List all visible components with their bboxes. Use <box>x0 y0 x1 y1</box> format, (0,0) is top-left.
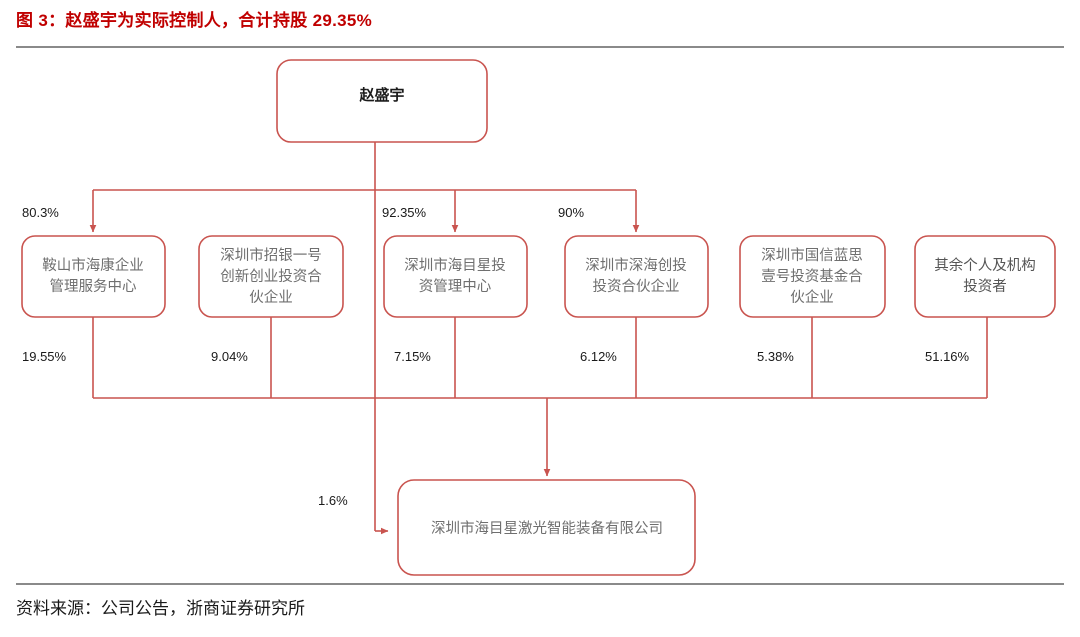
node-h4[interactable]: 深圳市深海创投 投资合伙企业 <box>564 235 709 318</box>
node-h2[interactable]: 深圳市招银一号 创新创业投资合 伙企业 <box>198 235 344 318</box>
node-h5-label-line2: 壹号投资基金合 <box>761 268 863 285</box>
edge-label-9-04: 9.04% <box>211 349 248 364</box>
edge-label-5-38: 5.38% <box>757 349 794 364</box>
node-h1-box <box>21 235 166 318</box>
node-h2-label-line3: 伙企业 <box>249 288 293 306</box>
node-h2-label-line2: 创新创业投资合 <box>220 268 322 285</box>
node-h3-label-line2: 资管理中心 <box>419 278 492 295</box>
node-h6-box <box>914 235 1056 318</box>
edge-label-1-6: 1.6% <box>318 493 348 508</box>
node-h6-label-line2: 投资者 <box>963 278 1007 295</box>
node-target-label: 深圳市海目星激光智能装备有限公司 <box>431 520 663 537</box>
org-chart-canvas: 赵盛宇 80.3% 92.35% 90% 鞍山市海康企业 管理服务中心 <box>0 48 1080 583</box>
edge-label-7-15: 7.15% <box>394 349 431 364</box>
node-h6-label-line1: 其余个人及机构 <box>934 256 1036 274</box>
edge-label-6-12: 6.12% <box>580 349 617 364</box>
node-h3-label-line1: 深圳市海目星投 <box>404 257 506 274</box>
edge-label-19-55: 19.55% <box>22 349 67 364</box>
node-h5-label-line1: 深圳市国信蓝思 <box>761 247 863 264</box>
node-h5[interactable]: 深圳市国信蓝思 壹号投资基金合 伙企业 <box>739 235 886 318</box>
node-target[interactable]: 深圳市海目星激光智能装备有限公司 <box>397 479 696 576</box>
edge-label-92-35: 92.35% <box>382 205 427 220</box>
edge-label-80-3: 80.3% <box>22 205 59 220</box>
node-root-box <box>276 59 488 143</box>
node-h1-label-line2: 管理服务中心 <box>50 278 137 295</box>
node-h6[interactable]: 其余个人及机构 投资者 <box>914 235 1056 318</box>
node-h4-label-line2: 投资合伙企业 <box>593 277 680 295</box>
node-h4-box <box>564 235 709 318</box>
node-h2-label-line1: 深圳市招银一号 <box>220 247 322 264</box>
node-h1-label-line1: 鞍山市海康企业 <box>42 256 144 274</box>
node-h5-label-line3: 伙企业 <box>790 288 834 306</box>
node-h4-label-line1: 深圳市深海创投 <box>585 257 687 274</box>
source-divider <box>16 583 1064 585</box>
node-target-box <box>397 479 696 576</box>
figure-title: 图 3：赵盛宇为实际控制人，合计持股 29.35% <box>16 11 373 30</box>
node-h3-box <box>383 235 528 318</box>
node-h1[interactable]: 鞍山市海康企业 管理服务中心 <box>21 235 166 318</box>
source-note: 资料来源：公司公告，浙商证券研究所 <box>16 599 305 618</box>
node-h3[interactable]: 深圳市海目星投 资管理中心 <box>383 235 528 318</box>
edge-label-51-16: 51.16% <box>925 349 970 364</box>
node-root[interactable]: 赵盛宇 <box>276 59 488 143</box>
title-divider <box>16 46 1064 48</box>
edge-label-90: 90% <box>558 205 584 220</box>
node-root-label: 赵盛宇 <box>358 86 404 104</box>
